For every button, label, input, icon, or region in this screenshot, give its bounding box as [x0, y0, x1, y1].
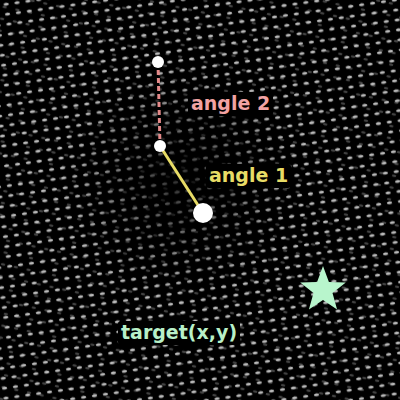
end-effector [152, 56, 164, 68]
target-label: target(x,y) [118, 321, 240, 345]
base-joint [193, 203, 213, 223]
arm-link-1 [160, 146, 203, 213]
angle-label: angle 2 [188, 92, 273, 116]
elbow-joint [154, 140, 166, 152]
target-star [300, 266, 346, 309]
arm-link-2 [158, 62, 160, 146]
angle-label: angle 1 [206, 164, 291, 188]
